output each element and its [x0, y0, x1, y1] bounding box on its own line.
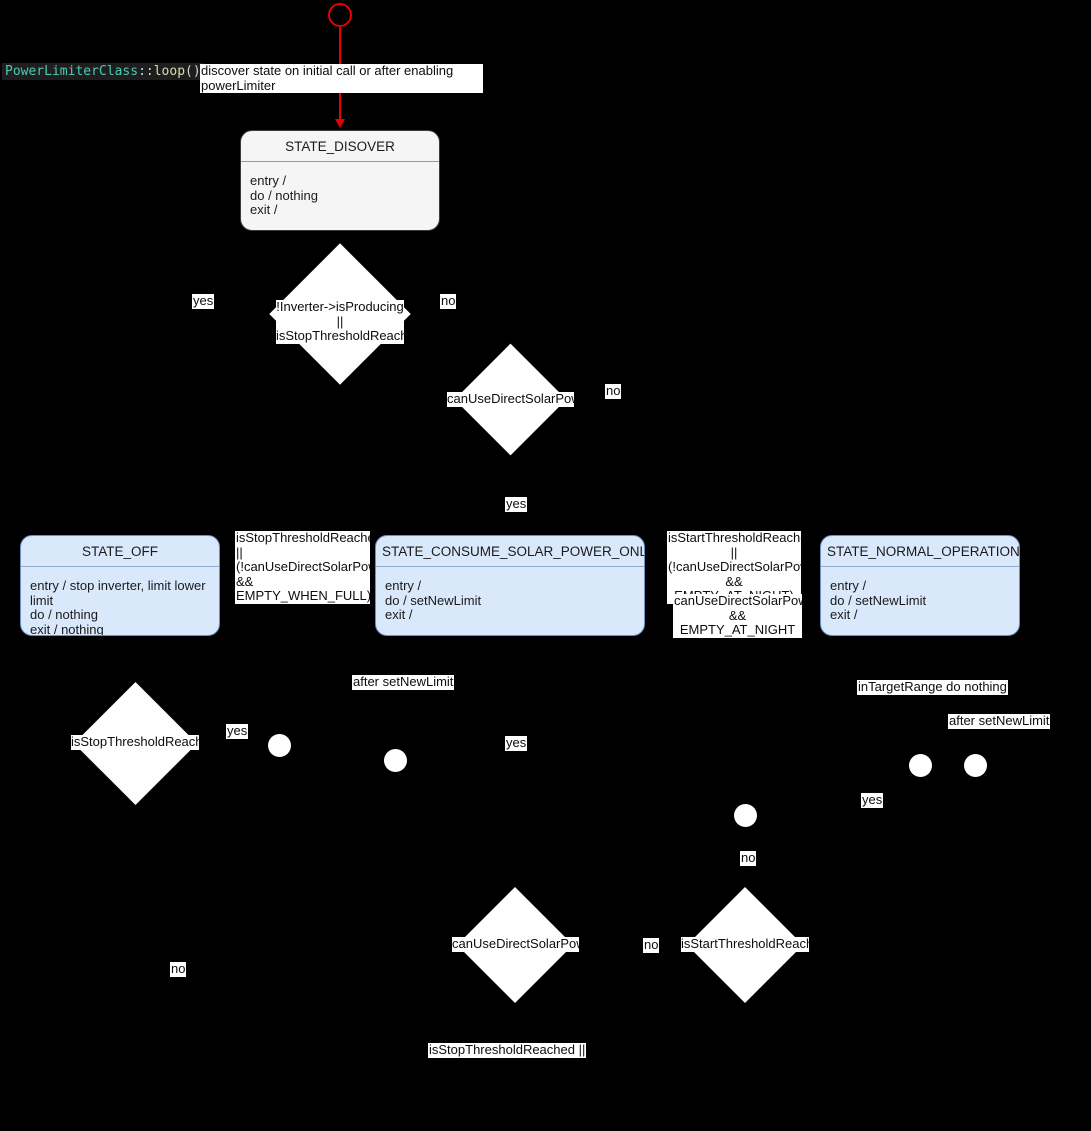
connector-dot-4[interactable] [909, 754, 932, 777]
decision-label-can-use-direct-solar-power-bottom: canUseDirectSolarPower [452, 937, 579, 952]
code-parens: () [185, 64, 201, 79]
code-class-name: PowerLimiterClass [5, 64, 139, 79]
edge-label-after-set-new-limit-1: after setNewLimit [352, 675, 455, 690]
connector-dot-2[interactable] [384, 749, 407, 772]
edge-label-no-4: no [740, 851, 757, 866]
state-divider [821, 566, 1019, 567]
state-title-state-normal-operation: STATE_NORMAL_OPERATION [827, 544, 1020, 559]
state-title-state-off: STATE_OFF [81, 544, 158, 559]
state-divider [21, 566, 219, 567]
state-divider [376, 566, 644, 567]
edge-label-yes-5: yes [861, 793, 884, 808]
state-title-state-disover: STATE_DISOVER [285, 139, 395, 154]
state-body-state-disover: entry / do / nothing exit / [250, 173, 318, 218]
edge-label-yes-1: yes [192, 294, 215, 309]
state-box-state-disover[interactable]: STATE_DISOVER entry / do / nothing exit … [240, 130, 440, 231]
connector-dot-3[interactable] [734, 804, 757, 827]
decision-label-inverter-producing: !Inverter->isProducing || isStopThreshol… [276, 300, 404, 344]
edge-label-no-5: no [643, 938, 660, 953]
edge-label-yes-2: yes [505, 497, 528, 512]
start-transition-arrowhead [335, 119, 345, 128]
edge-label-stop-threshold-reached-or: isStopThresholdReached || [428, 1043, 587, 1058]
state-body-state-off: entry / stop inverter, limit lower limit… [30, 578, 206, 636]
state-title-state-consume-solar-power-only: STATE_CONSUME_SOLAR_POWER_ONLY [382, 544, 645, 559]
start-transition-label: discover state on initial call or after … [200, 64, 483, 94]
edge-label-no-1: no [440, 294, 457, 309]
decision-label-is-stop-threshold-reached-left: isStopThresholdReached [71, 735, 199, 750]
state-divider [241, 161, 439, 162]
edge-label-after-set-new-limit-2: after setNewLimit [948, 714, 1051, 729]
edge-label-yes-3: yes [226, 724, 249, 739]
edge-label-no-2: no [605, 384, 622, 399]
start-node[interactable] [328, 3, 352, 27]
state-box-state-normal-operation[interactable]: STATE_NORMAL_OPERATION entry / do / setN… [820, 535, 1020, 636]
state-box-state-off[interactable]: STATE_OFF entry / stop inverter, limit l… [20, 535, 220, 636]
code-label-powerlimiter-loop: PowerLimiterClass::loop() [2, 63, 204, 80]
connector-dot-5[interactable] [964, 754, 987, 777]
edge-label-no-3: no [170, 962, 187, 977]
edge-label-in-target-range: inTargetRange do nothing [857, 680, 1008, 695]
state-body-state-consume-solar-power-only: entry / do / setNewLimit exit / [385, 578, 482, 623]
decision-label-can-use-direct-solar-power-top: canUseDirectSolarPower [447, 392, 574, 407]
edge-label-stop-threshold-empty-when-full: isStopThresholdReached || (!canUseDirect… [235, 531, 370, 604]
edge-label-can-use-direct-solar-empty-at-night: canUseDirectSolarPower && EMPTY_AT_NIGHT [673, 594, 802, 638]
connector-dot-1[interactable] [268, 734, 291, 757]
state-box-state-consume-solar-power-only[interactable]: STATE_CONSUME_SOLAR_POWER_ONLY entry / d… [375, 535, 645, 636]
edge-label-yes-4: yes [505, 736, 528, 751]
code-function-name: loop [153, 64, 186, 79]
decision-label-is-start-threshold-reached: isStartThresholdReached [681, 937, 809, 952]
code-separator: :: [138, 64, 154, 79]
state-body-state-normal-operation: entry / do / setNewLimit exit / [830, 578, 927, 623]
